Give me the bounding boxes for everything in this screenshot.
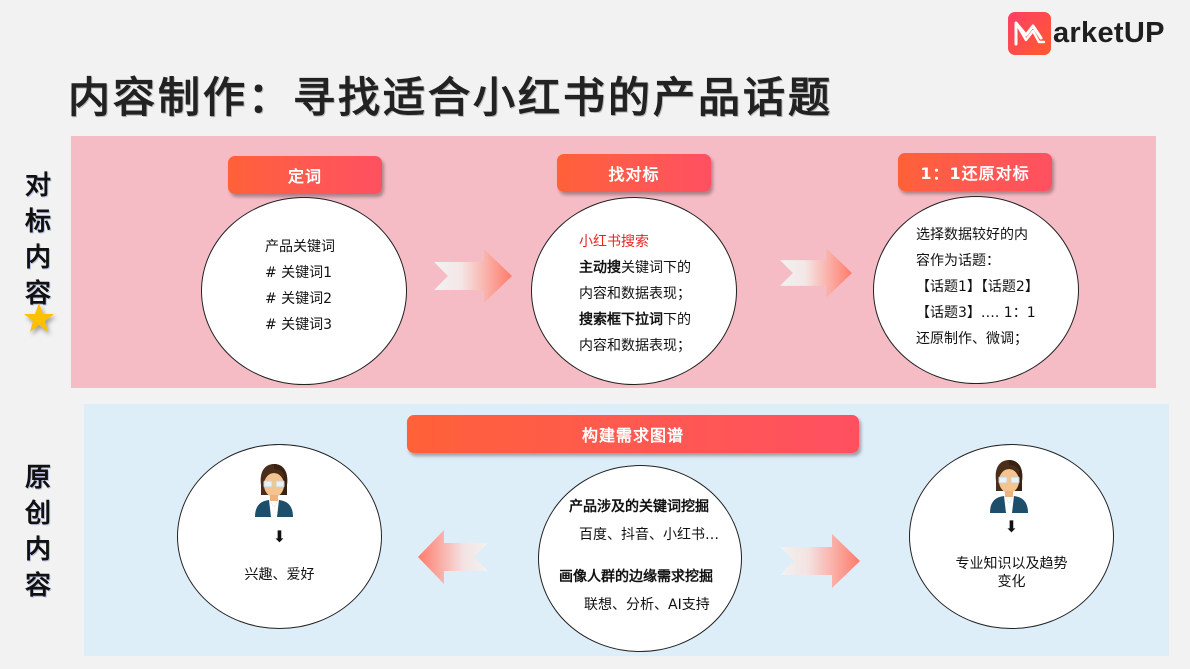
text-line: 关键词下的: [621, 260, 691, 276]
text-line: 容作为话题：: [916, 253, 1000, 269]
interest-circle: ⬇ 兴趣、爱好: [177, 444, 382, 629]
text-line: 产品关键词: [265, 239, 335, 255]
text-line: 选择数据较好的内: [916, 227, 1028, 243]
keyword-mining-circle: 产品涉及的关键词挖掘 百度、抖音、小红书… 画像人群的边缘需求挖掘 联想、分析、…: [538, 465, 742, 652]
down-arrow-icon: ⬇: [1004, 517, 1019, 536]
interest-text: 兴趣、爱好: [244, 567, 315, 583]
right-arrow-icon: [780, 248, 852, 298]
side-label-char: 内: [24, 535, 51, 565]
side-label-char: 容: [24, 279, 51, 309]
text-line: 内容和数据表现；: [579, 338, 691, 354]
text-line: # 关键词3: [265, 317, 333, 333]
text-line: 还原制作、微调；: [916, 331, 1028, 347]
text-line: 变化: [997, 574, 1026, 590]
edge-demand-heading: 画像人群的边缘需求挖掘: [559, 569, 713, 585]
right-arrow-icon: [780, 534, 860, 588]
bold-text: 主动搜: [579, 260, 621, 276]
side-label-char: 对: [24, 171, 51, 201]
highlight-text: 小红书搜索: [579, 234, 649, 250]
side-label-char: 内: [24, 243, 51, 273]
demand-map-header: 构建需求图谱: [407, 415, 859, 453]
step-circle-define-words: 产品关键词 # 关键词1 # 关键词2 # 关键词3: [201, 197, 407, 385]
marketup-logo: arketUP: [1008, 11, 1165, 55]
side-label-benchmark: 对 标 内 容: [20, 168, 56, 312]
text-line: 【话题1】【话题2】: [916, 279, 1039, 295]
text-line: # 关键词1: [265, 265, 333, 281]
side-label-char: 容: [24, 571, 51, 601]
step-header-define-words: 定词: [228, 156, 382, 194]
expertise-circle: ⬇ 专业知识以及趋势 变化: [909, 444, 1114, 629]
step-circle-replicate: 选择数据较好的内 容作为话题： 【话题1】【话题2】 【话题3】…. 1：1 还…: [873, 196, 1079, 384]
page-title: 内容制作：寻找适合小红书的产品话题: [68, 73, 834, 122]
edge-demand-methods: 联想、分析、AI支持: [584, 597, 710, 613]
step-circle-find-benchmark: 小红书搜索 主动搜关键词下的 内容和数据表现； 搜索框下拉词下的 内容和数据表现…: [531, 197, 737, 385]
text-line: 【话题3】…. 1：1: [916, 305, 1036, 321]
side-label-char: 创: [24, 499, 51, 529]
star-icon: [24, 303, 54, 332]
side-label-char: 原: [24, 463, 51, 493]
text-line: # 关键词2: [265, 291, 333, 307]
logo-text: arketUP: [1053, 16, 1165, 49]
keyword-mining-sources: 百度、抖音、小红书…: [579, 527, 719, 543]
left-arrow-icon: [418, 530, 488, 584]
logo-m-icon: [1008, 11, 1051, 55]
person-icon: [255, 464, 293, 517]
step-header-replicate: 1：1还原对标: [898, 153, 1052, 191]
step-text: 选择数据较好的内 容作为话题： 【话题1】【话题2】 【话题3】…. 1：1 还…: [916, 222, 1039, 352]
person-icon: [990, 460, 1028, 513]
step-text: 小红书搜索 主动搜关键词下的 内容和数据表现； 搜索框下拉词下的 内容和数据表现…: [579, 229, 691, 359]
side-label-char: 标: [24, 207, 51, 237]
expertise-text: 专业知识以及趋势 变化: [910, 555, 1113, 591]
text-line: 内容和数据表现；: [579, 286, 691, 302]
right-arrow-icon: [434, 249, 512, 303]
text-line: 下的: [663, 312, 691, 328]
text-line: 专业知识以及趋势: [955, 556, 1068, 572]
step-header-find-benchmark: 找对标: [557, 154, 711, 192]
down-arrow-icon: ⬇: [272, 527, 287, 546]
keyword-mining-heading: 产品涉及的关键词挖掘: [569, 499, 709, 515]
step-text: 产品关键词 # 关键词1 # 关键词2 # 关键词3: [265, 234, 335, 338]
bold-text: 搜索框下拉词: [579, 312, 663, 328]
side-label-original: 原 创 内 容: [20, 460, 56, 604]
